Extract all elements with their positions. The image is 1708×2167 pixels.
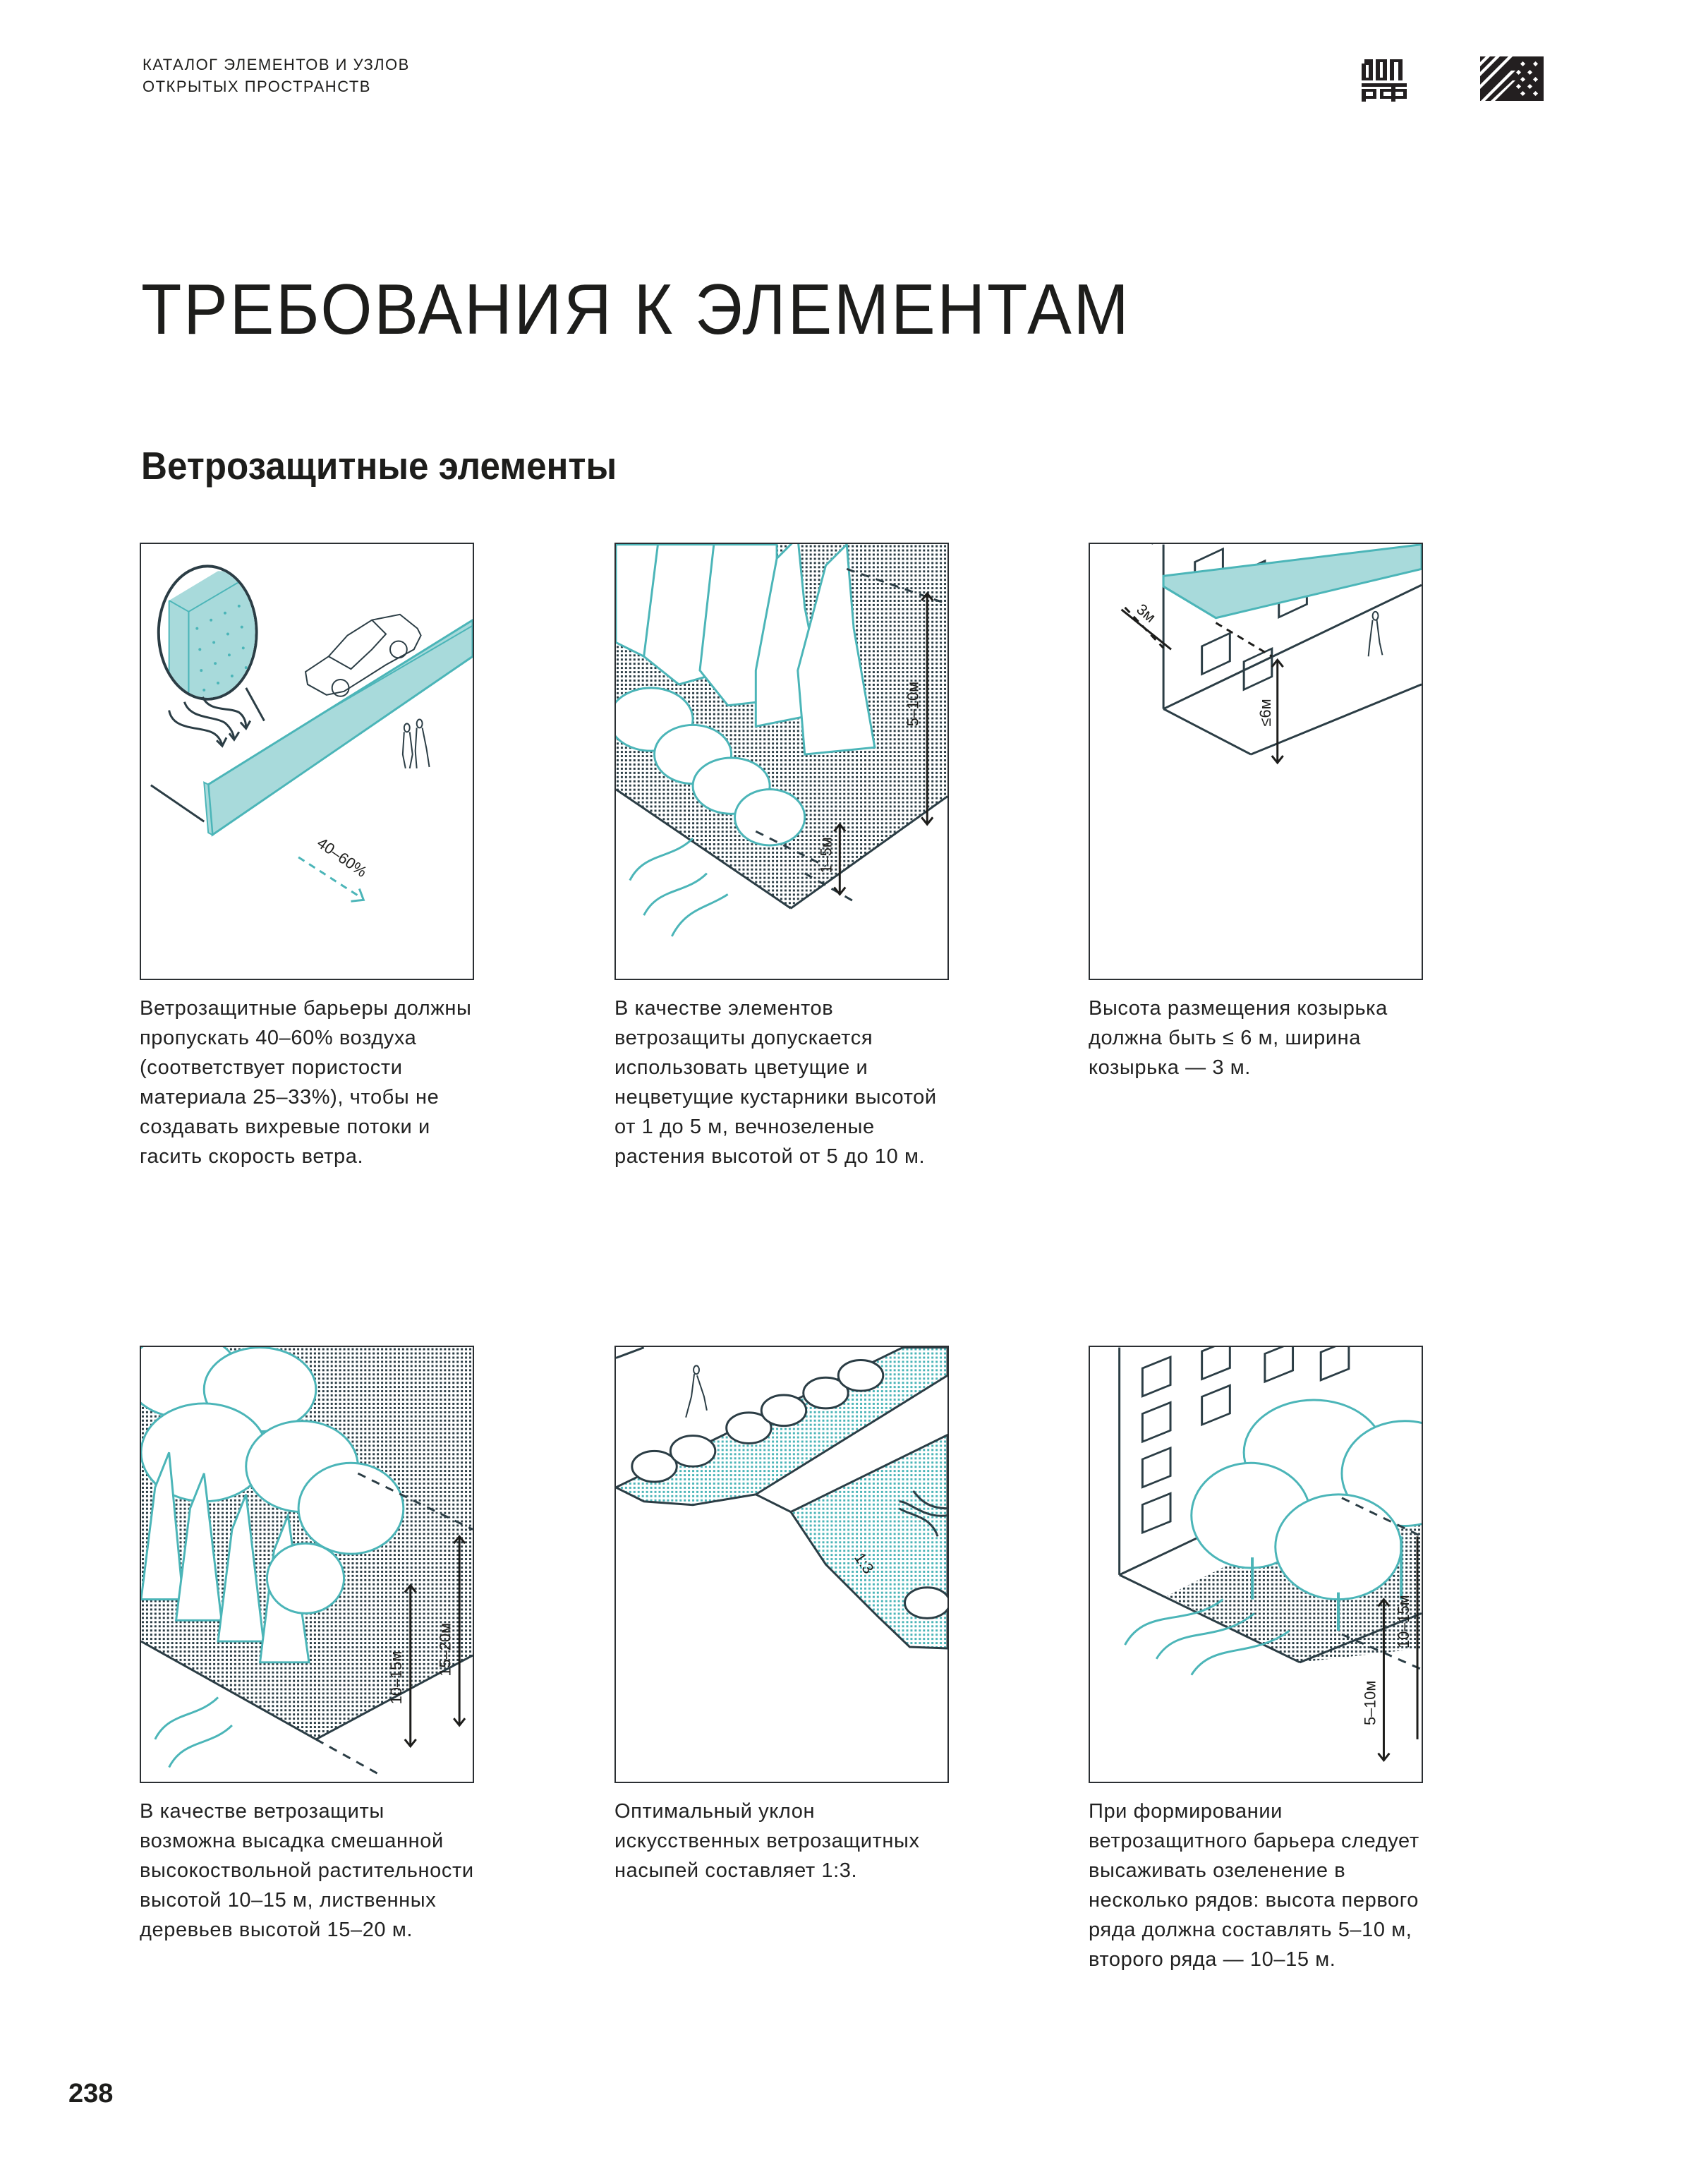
illustration-mixed-trees: 15–20м 10–15м bbox=[140, 1346, 474, 1783]
catalog-title-line2: ОТКРЫТЫХ ПРОСТРАНСТВ bbox=[143, 78, 371, 95]
shrubs-diagram: 5–10м 1–5м bbox=[616, 544, 947, 979]
caption-mixed-trees: В качестве ветрозащиты возможна высадка … bbox=[140, 1800, 474, 1941]
canopy-diagram: 3м ≤6м bbox=[1120, 544, 1422, 765]
section-title: Ветрозащитные элементы bbox=[141, 444, 617, 488]
page-title: ТРЕБОВАНИЯ К ЭЛЕМЕНТАМ bbox=[141, 270, 1131, 349]
caption-two-row-barrier: При формировании ветрозащитного барьера … bbox=[1089, 1800, 1419, 1971]
second-row-label: 10–15м bbox=[1395, 1595, 1412, 1648]
caption-embankment: Оптимальный уклон искусственных ветрозащ… bbox=[614, 1800, 920, 1882]
pattern-logo-icon bbox=[1480, 56, 1544, 101]
illustration-shrubs-evergreens: 5–10м 1–5м bbox=[614, 543, 949, 980]
illustration-two-row-barrier: 5–10м 10–15м bbox=[1089, 1346, 1423, 1783]
mixed-height-label: 10–15м bbox=[387, 1651, 405, 1705]
illustration-building-canopy: 3м ≤6м bbox=[1089, 543, 1423, 980]
illustration-embankment: 1:3 bbox=[614, 1346, 949, 1783]
deciduous-height-label: 15–20м bbox=[436, 1623, 454, 1677]
first-row-label: 5–10м bbox=[1362, 1681, 1379, 1725]
mixed-trees-diagram: 15–20м 10–15м bbox=[141, 1347, 473, 1782]
caption-building-canopy: Высота размещения козырька должна быть ≤… bbox=[1089, 997, 1388, 1079]
illustration-porous-barrier: 40–60% bbox=[140, 543, 474, 980]
dom-rf-logo-icon bbox=[1362, 59, 1407, 102]
catalog-title-line1: КАТАЛОГ ЭЛЕМЕНТОВ И УЗЛОВ bbox=[143, 56, 410, 73]
evergreen-height-label: 5–10м bbox=[904, 682, 921, 726]
barrier-diagram: 40–60% bbox=[150, 565, 473, 903]
caption-shrubs-evergreens: В качестве элементов ветрозащиты допуска… bbox=[614, 997, 937, 1168]
shrub-height-label: 1–5м bbox=[817, 837, 835, 873]
page-number: 238 bbox=[68, 2079, 114, 2108]
caption-porous-barrier: Ветрозащитные барьеры должны пропускать … bbox=[140, 997, 472, 1168]
canopy-height-label: ≤6м bbox=[1256, 699, 1274, 726]
catalog-header: КАТАЛОГ ЭЛЕМЕНТОВ И УЗЛОВ ОТКРЫТЫХ ПРОСТ… bbox=[143, 54, 410, 97]
two-row-diagram: 5–10м 10–15м bbox=[1118, 1347, 1422, 1763]
embankment-diagram: 1:3 bbox=[616, 1347, 947, 1650]
